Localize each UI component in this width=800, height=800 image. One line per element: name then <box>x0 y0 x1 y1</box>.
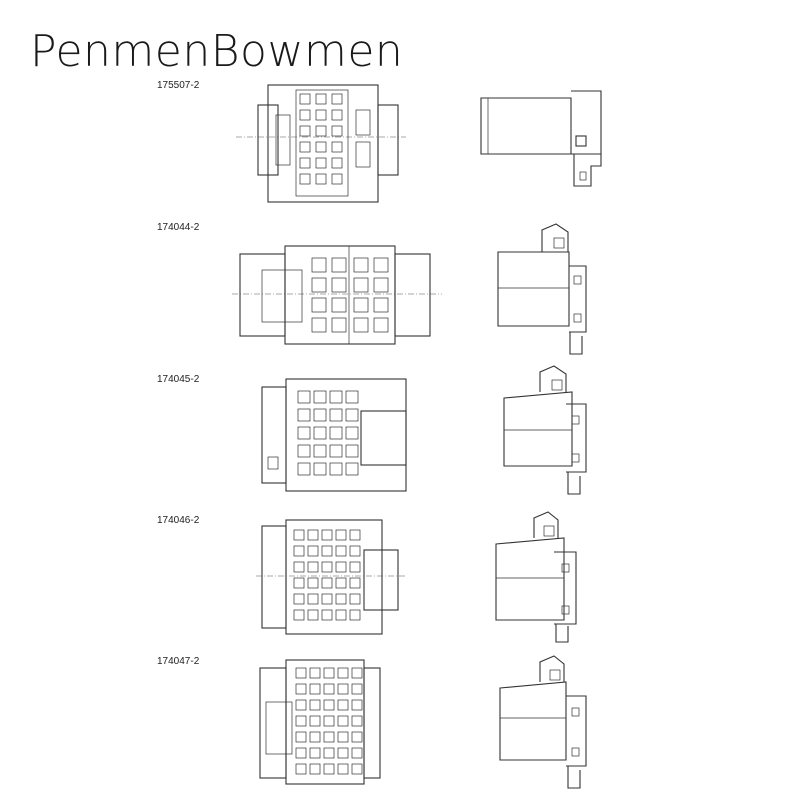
connector-174046-2-front-view <box>256 519 406 635</box>
part-label-174047-2: 174047-2 <box>157 656 200 667</box>
part-label-175507-2: 175507-2 <box>157 80 200 91</box>
part-label-174046-2: 174046-2 <box>157 515 200 526</box>
connector-174046-2-side-view <box>495 511 577 643</box>
connector-174047-2-front-view <box>259 659 381 785</box>
part-label-174044-2: 174044-2 <box>157 222 200 233</box>
connector-174047-2-side-view <box>499 655 587 789</box>
connector-174044-2-front-view <box>232 245 442 345</box>
connector-174045-2-side-view <box>503 365 587 495</box>
connector-175507-2-front-view <box>236 84 406 203</box>
connector-175507-2-side-view <box>480 90 602 187</box>
connector-174045-2-front-view <box>261 378 407 492</box>
connector-174044-2-side-view <box>497 223 587 355</box>
part-label-174045-2: 174045-2 <box>157 374 200 385</box>
brand-wordmark: PenmenBowmen <box>30 26 404 77</box>
